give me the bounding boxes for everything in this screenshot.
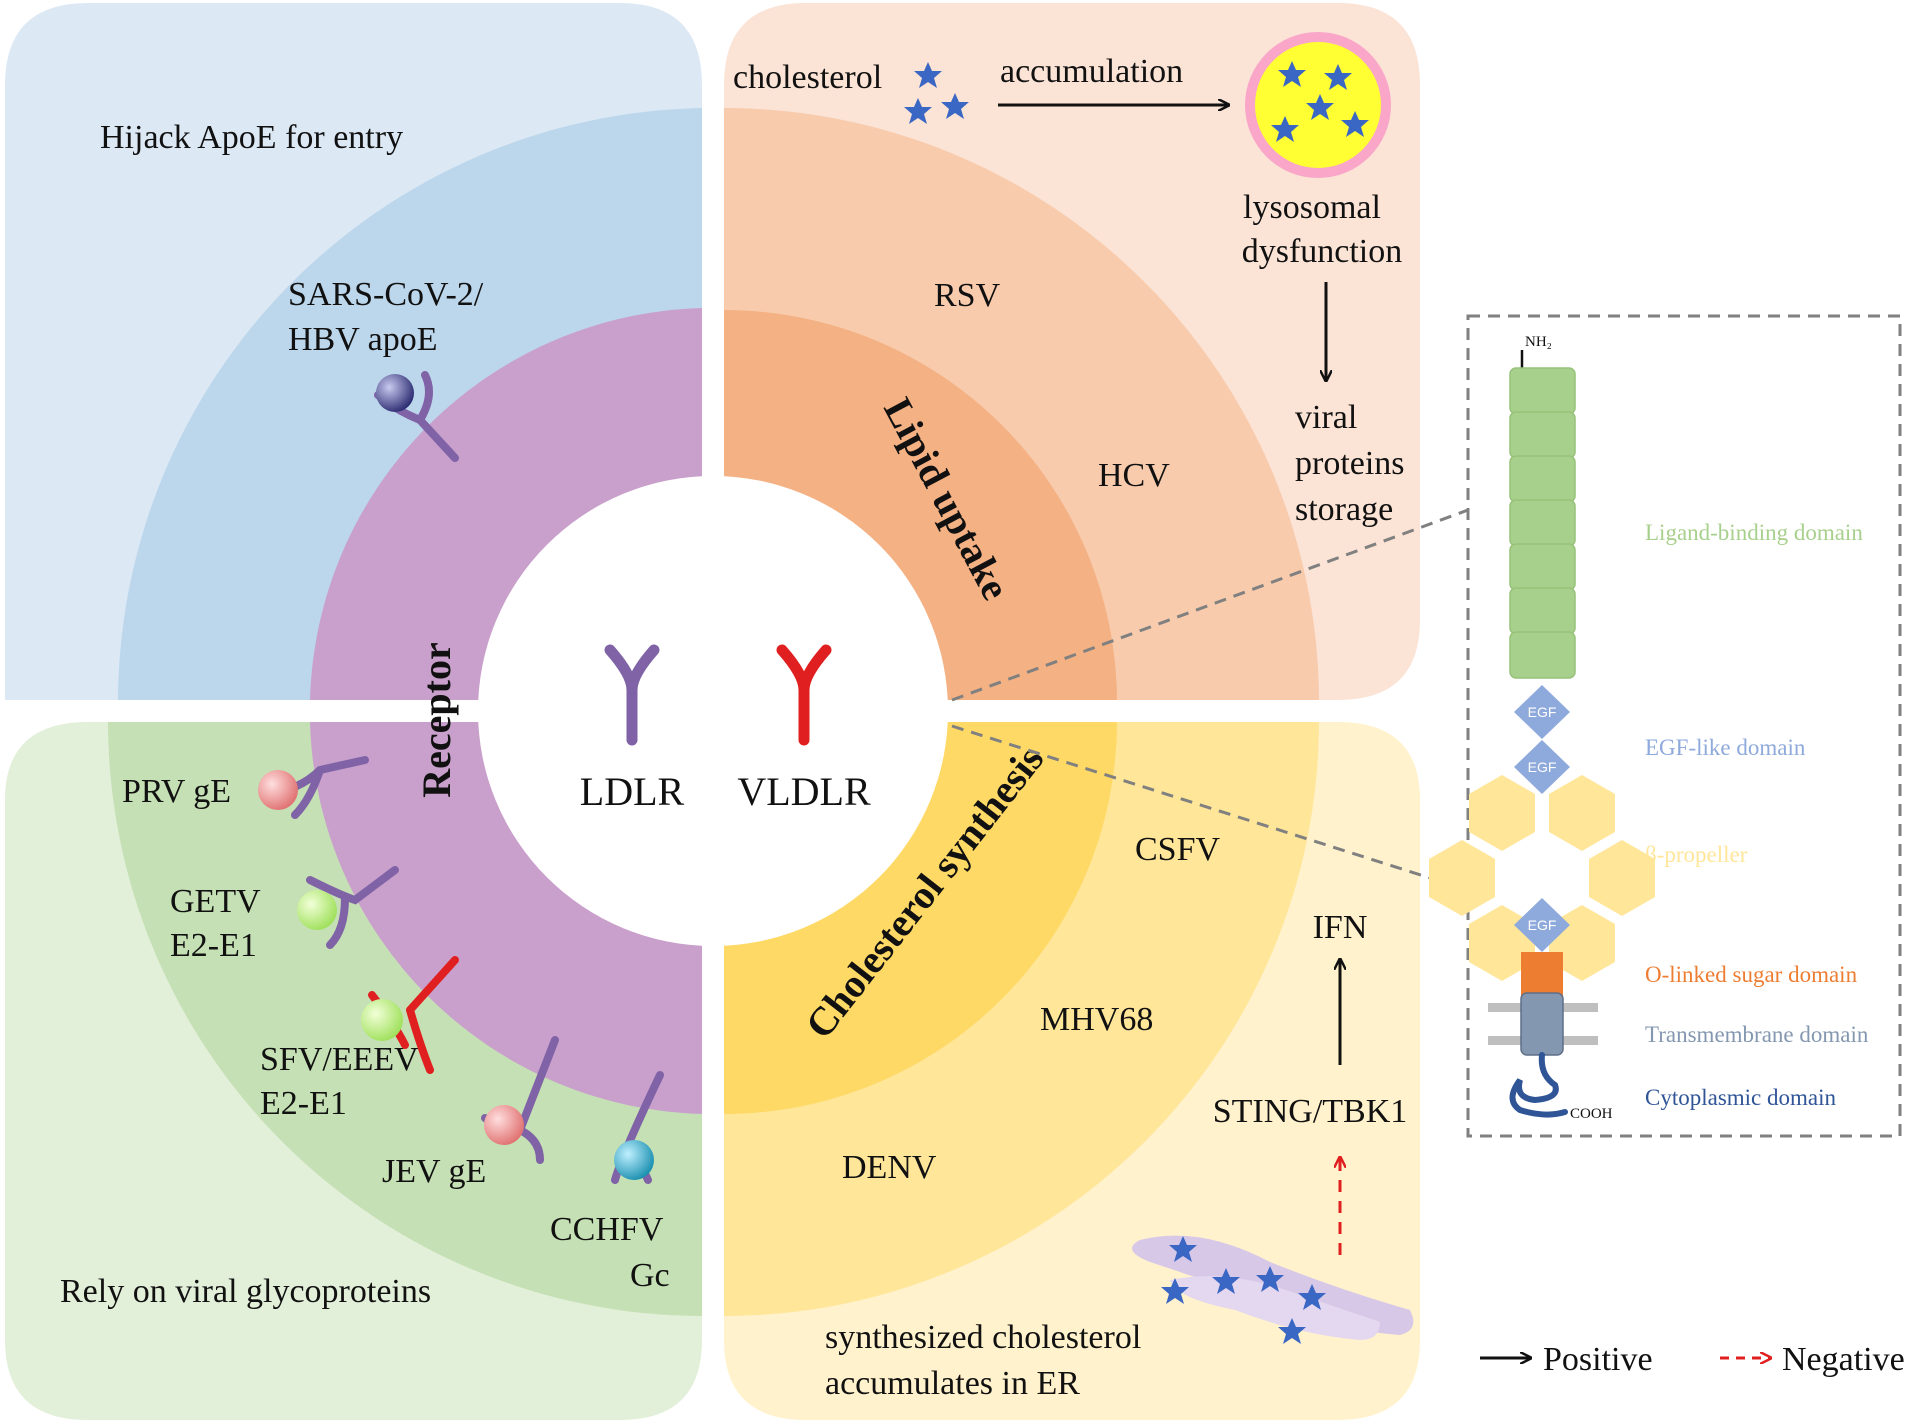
connector-lower bbox=[951, 724, 1469, 892]
getv-label-2: E2-E1 bbox=[170, 927, 257, 964]
mhv68-label: MHV68 bbox=[1040, 1001, 1153, 1038]
ldlr-label: LDLR bbox=[580, 769, 685, 814]
er-label-1: synthesized cholesterol bbox=[825, 1319, 1141, 1356]
ligand-binding-blocks bbox=[1509, 367, 1576, 679]
svg-text:EGF: EGF bbox=[1528, 917, 1557, 933]
cytoplasmic-domain-label: Cytoplasmic domain bbox=[1645, 1085, 1837, 1110]
cchfv-receptor-icon bbox=[611, 1071, 664, 1184]
getv-receptor-icon bbox=[297, 866, 399, 949]
storage-label-2: proteins bbox=[1295, 445, 1405, 482]
rsv-label: RSV bbox=[934, 277, 1001, 314]
prv-ge-label: PRV gE bbox=[122, 773, 231, 810]
lysosomal-label-2: dysfunction bbox=[1242, 233, 1403, 270]
cytoplasmic-tail bbox=[1509, 1052, 1568, 1118]
storage-label-3: storage bbox=[1295, 491, 1393, 528]
er-label-2: accumulates in ER bbox=[825, 1365, 1080, 1402]
transmembrane-label: Transmembrane domain bbox=[1645, 1022, 1869, 1047]
svg-text:EGF: EGF bbox=[1528, 759, 1557, 775]
cooh-label: COOH bbox=[1570, 1106, 1613, 1122]
denv-label: DENV bbox=[842, 1149, 937, 1186]
vldlr-label: VLDLR bbox=[737, 769, 871, 814]
cholesterol-label: cholesterol bbox=[733, 59, 882, 96]
vldlr-receptor-icon bbox=[776, 644, 832, 746]
cchfv-label-2: Gc bbox=[630, 1257, 670, 1294]
sars-hbv-label-1: SARS-CoV-2/ bbox=[288, 276, 484, 313]
csfv-label: CSFV bbox=[1135, 831, 1220, 868]
domain-panel-frame bbox=[1466, 314, 1902, 1138]
lysosomal-label-1: lysosomal bbox=[1243, 189, 1381, 226]
cchfv-label-1: CCHFV bbox=[550, 1211, 664, 1248]
beta-propeller bbox=[1429, 775, 1655, 981]
o-linked-sugar-label: O-linked sugar domain bbox=[1645, 962, 1858, 987]
sars-hbv-label-2: HBV apoE bbox=[288, 321, 438, 358]
center-disc bbox=[478, 476, 948, 946]
connector-upper bbox=[951, 508, 1469, 702]
positive-legend-label: Positive bbox=[1543, 1341, 1653, 1378]
transmembrane-block bbox=[1520, 992, 1564, 1056]
ifn-label: IFN bbox=[1313, 909, 1368, 946]
nh2-label: NH₂ bbox=[1525, 334, 1552, 350]
negative-legend-label: Negative bbox=[1782, 1341, 1905, 1378]
sfv-vldlr-receptor-icon bbox=[361, 956, 459, 1074]
beta-propeller-label: β-propeller bbox=[1645, 842, 1748, 867]
storage-label-1: viral bbox=[1295, 399, 1357, 436]
egf-like-domain-label: EGF-like domain bbox=[1645, 735, 1806, 760]
jev-ge-label: JEV gE bbox=[382, 1153, 486, 1190]
rely-glycoproteins-caption: Rely on viral glycoproteins bbox=[60, 1273, 431, 1310]
ldlr-receptor-icon bbox=[604, 644, 660, 746]
hcv-label: HCV bbox=[1098, 457, 1170, 494]
er-cholesterol-icon bbox=[1132, 1235, 1414, 1344]
egf-domain-3: EGF bbox=[1514, 898, 1570, 952]
ligand-binding-domain-label: Ligand-binding domain bbox=[1645, 520, 1863, 545]
hijack-apoe-caption: Hijack ApoE for entry bbox=[100, 119, 403, 156]
lysosome-icon bbox=[1245, 32, 1391, 178]
accumulation-label: accumulation bbox=[1000, 53, 1183, 90]
sfv-eeev-label-1: SFV/EEEV bbox=[260, 1041, 419, 1078]
egf-domain-1: EGF bbox=[1514, 685, 1570, 739]
getv-label-1: GETV bbox=[170, 883, 261, 920]
prv-receptor-icon bbox=[258, 756, 369, 819]
sfv-eeev-label-2: E2-E1 bbox=[260, 1085, 347, 1122]
egf-domain-2: EGF bbox=[1514, 740, 1570, 794]
svg-text:EGF: EGF bbox=[1528, 704, 1557, 720]
apoe-ligand-icon bbox=[376, 374, 414, 412]
jev-receptor-icon bbox=[481, 1036, 559, 1164]
apoe-receptor-icon bbox=[374, 371, 459, 462]
receptor-arc-label: Receptor bbox=[414, 642, 459, 797]
sting-tbk1-label: STING/TBK1 bbox=[1213, 1093, 1408, 1130]
o-linked-sugar-block bbox=[1521, 952, 1563, 996]
